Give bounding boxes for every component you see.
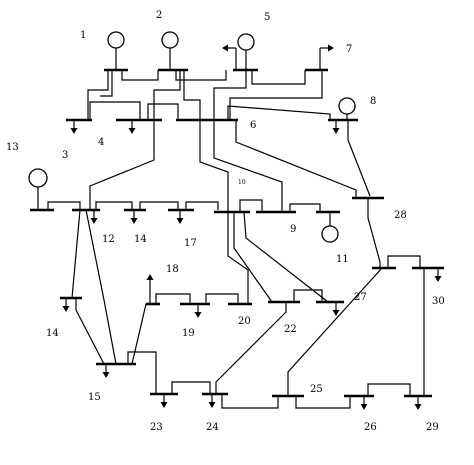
label-bus-22: 22 <box>284 324 297 335</box>
load-8-arrow-icon <box>331 119 341 135</box>
load-5-arrow-icon <box>221 43 237 53</box>
load-14-mid-arrow-icon <box>129 209 139 225</box>
load-29-arrow-icon <box>413 395 423 411</box>
label-bus-1: 1 <box>80 30 86 41</box>
generator-8-icon <box>338 97 356 115</box>
load-19-arrow-icon <box>193 303 203 319</box>
load-17-arrow-icon <box>175 209 185 225</box>
label-bus-12: 12 <box>102 234 115 245</box>
label-bus-18: 18 <box>166 264 179 275</box>
load-12-arrow-icon <box>89 209 99 225</box>
label-bus-30: 30 <box>432 296 445 307</box>
label-bus-15: 15 <box>88 392 101 403</box>
label-bus-20: 20 <box>238 316 251 327</box>
label-bus-9: 9 <box>290 224 296 235</box>
label-bus-5: 5 <box>264 12 270 23</box>
generator-2-icon <box>161 31 179 49</box>
label-bus-6: 6 <box>250 120 256 131</box>
label-bus-27: 27 <box>354 292 367 303</box>
load-26-arrow-icon <box>359 395 369 411</box>
generator-13-icon <box>28 168 48 188</box>
load-30-arrow-icon <box>433 267 443 283</box>
top-network <box>66 31 371 197</box>
generator-5-icon <box>237 33 255 51</box>
label-bus-14-mid: 14 <box>134 234 147 245</box>
load-15-arrow-icon <box>101 363 111 379</box>
label-bus-29: 29 <box>426 422 439 433</box>
label-bus-8: 8 <box>370 96 376 107</box>
label-bus-25: 25 <box>310 384 323 395</box>
label-bus-7: 7 <box>346 44 352 55</box>
label-bus-13: 13 <box>6 142 19 153</box>
middle-network <box>28 120 444 395</box>
label-bus-17: 17 <box>184 238 197 249</box>
label-bus-23: 23 <box>150 422 163 433</box>
label-bus-24: 24 <box>206 422 219 433</box>
label-bus-26: 26 <box>364 422 377 433</box>
load-14-left-arrow-icon <box>61 297 71 313</box>
label-bus-14-left: 14 <box>46 328 59 339</box>
load-3-arrow-icon <box>69 119 79 135</box>
label-bus-28: 28 <box>394 210 407 221</box>
load-4-arrow-icon <box>127 119 137 135</box>
bus-labels: 1 2 3 4 5 6 7 8 9 10 11 12 13 14 14 15 1… <box>6 10 445 433</box>
generator-11-icon <box>321 225 339 243</box>
load-23-arrow-icon <box>159 393 169 409</box>
lower-network <box>60 209 432 411</box>
label-bus-4: 4 <box>98 137 104 148</box>
label-bus-19: 19 <box>182 328 195 339</box>
label-bus-10: 10 <box>238 179 246 186</box>
generator-1-icon <box>107 31 125 49</box>
load-24-arrow-icon <box>207 393 217 409</box>
label-bus-11: 11 <box>336 254 349 265</box>
label-bus-3: 3 <box>62 150 68 161</box>
load-18-arrow-icon <box>145 273 155 291</box>
load-27-arrow-icon <box>331 301 341 317</box>
load-7-arrow-icon <box>319 43 335 53</box>
label-bus-2: 2 <box>156 10 162 21</box>
